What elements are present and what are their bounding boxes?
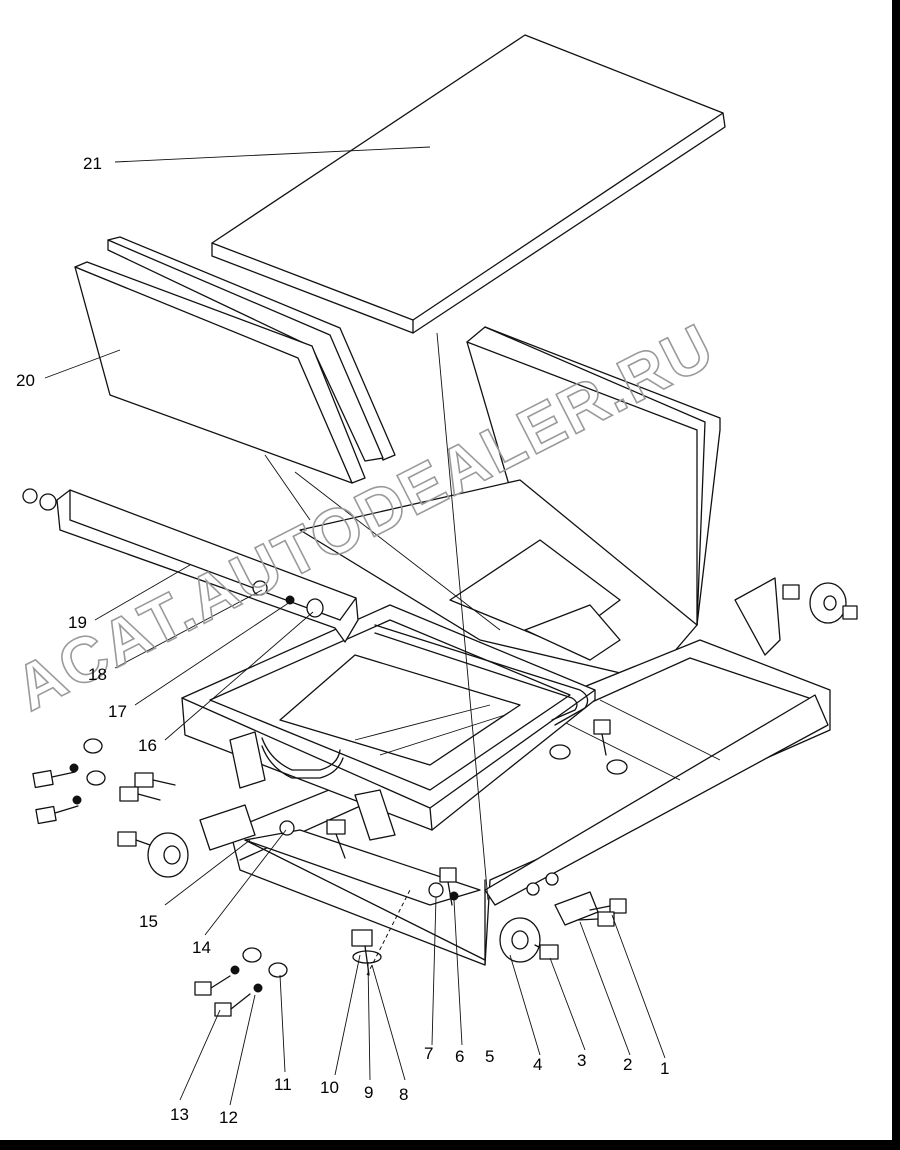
callout-labels: 1 2 3 4 5 6 7 8 9 10 11 12 13 14 15 16 1… — [16, 154, 669, 1127]
callout-5: 5 — [485, 1047, 494, 1066]
callout-13: 13 — [170, 1105, 189, 1124]
callout-19: 19 — [68, 613, 87, 632]
callout-9: 9 — [364, 1083, 373, 1102]
frame-border-right — [892, 0, 900, 1150]
callout-7: 7 — [424, 1044, 433, 1063]
callout-20: 20 — [16, 371, 35, 390]
callout-4: 4 — [533, 1055, 542, 1074]
callout-8: 8 — [399, 1085, 408, 1104]
tray-16 — [181, 604, 596, 831]
callout-18: 18 — [88, 665, 107, 684]
callout-14: 14 — [192, 938, 211, 957]
callout-21: 21 — [83, 154, 102, 173]
frame-border-bottom — [0, 1140, 900, 1150]
callout-2: 2 — [623, 1055, 632, 1074]
insulation-slabs-20 — [74, 236, 396, 484]
callout-17: 17 — [108, 702, 127, 721]
hinge-brackets — [199, 577, 781, 926]
callout-12: 12 — [219, 1108, 238, 1127]
callout-15: 15 — [139, 912, 158, 931]
bracket-bar-19 — [56, 489, 359, 643]
callout-10: 10 — [320, 1078, 339, 1097]
callout-16: 16 — [138, 736, 157, 755]
box-body-5 — [299, 326, 721, 681]
cover-panel-21 — [211, 34, 726, 334]
leader-lines — [44, 146, 666, 1106]
callout-11: 11 — [274, 1075, 292, 1094]
callout-6: 6 — [455, 1047, 464, 1066]
callout-1: 1 — [660, 1059, 669, 1078]
handle-rod-14 — [261, 624, 589, 779]
fasteners — [22, 488, 858, 1017]
callout-3: 3 — [577, 1051, 586, 1070]
